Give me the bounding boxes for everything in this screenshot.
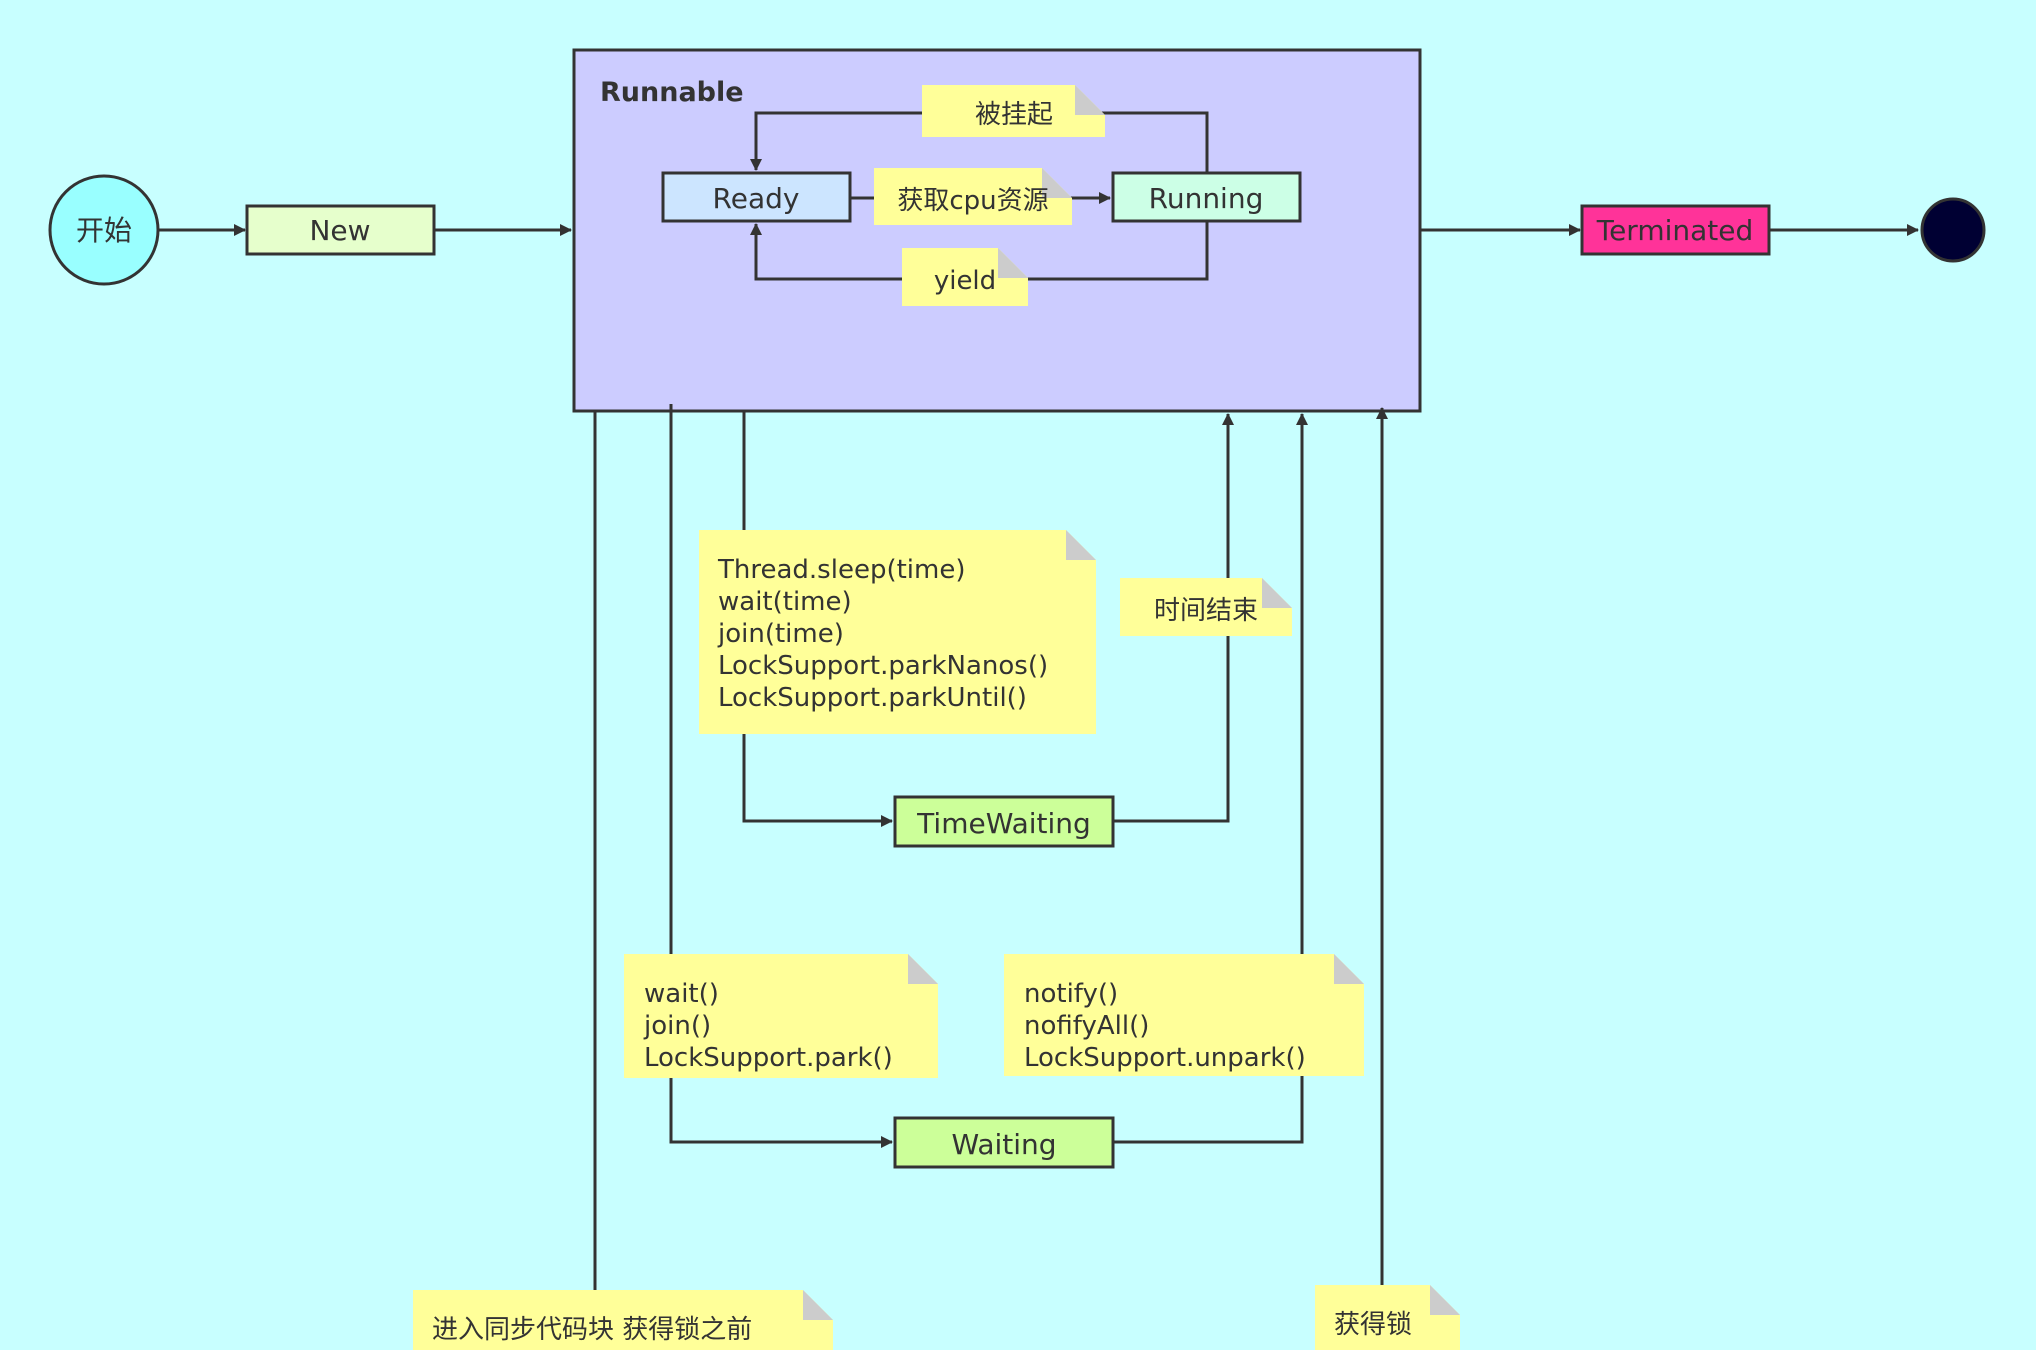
- runnable-title: Runnable: [600, 77, 744, 108]
- note-yield-text: yield: [934, 266, 996, 296]
- note-timed-call-0: Thread.sleep(time): [717, 555, 965, 585]
- note-time-end: 时间结束: [1120, 578, 1292, 636]
- note-timed-call-4: LockSupport.parkUntil(): [718, 683, 1027, 713]
- note-time-end-text: 时间结束: [1154, 596, 1258, 626]
- state-waiting-label: Waiting: [951, 1128, 1056, 1161]
- note-got-lock: 获得锁: [1315, 1285, 1460, 1350]
- arrow-waiting-to-runnable: [1114, 413, 1308, 1144]
- note-suspended: 被挂起: [922, 85, 1105, 137]
- note-wait-call-1: join(): [643, 1011, 711, 1041]
- note-notify-call-0: notify(): [1024, 979, 1118, 1009]
- state-new-label: New: [309, 214, 370, 247]
- note-timed-call-2: join(time): [717, 619, 844, 649]
- state-waiting: Waiting: [893, 1116, 1115, 1169]
- note-get-cpu-text: 获取cpu资源: [897, 186, 1048, 216]
- note-notify-calls: notify() nofifyAll() LockSupport.unpark(…: [1004, 954, 1364, 1076]
- note-notify-call-2: LockSupport.unpark(): [1024, 1043, 1306, 1073]
- note-enter-sync-text: 进入同步代码块 获得锁之前: [432, 1315, 752, 1345]
- state-running: Running: [1111, 171, 1302, 223]
- note-enter-sync: 进入同步代码块 获得锁之前: [413, 1290, 833, 1350]
- state-ready-label: Ready: [713, 182, 800, 215]
- state-terminated: Terminated: [1580, 204, 1771, 256]
- arrow-runnable-to-waiting: [669, 404, 893, 1148]
- note-get-cpu: 获取cpu资源: [874, 168, 1072, 225]
- state-running-label: Running: [1149, 182, 1264, 215]
- note-timed-call-3: LockSupport.parkNanos(): [718, 651, 1048, 681]
- note-wait-calls: wait() join() LockSupport.park(): [624, 954, 938, 1078]
- start-label: 开始: [76, 214, 132, 247]
- state-timewaiting-label: TimeWaiting: [916, 807, 1091, 840]
- state-ready: Ready: [661, 171, 852, 223]
- start-node: 开始: [48, 174, 160, 286]
- note-got-lock-text: 获得锁: [1334, 1310, 1412, 1340]
- note-timed-calls: Thread.sleep(time) wait(time) join(time)…: [699, 530, 1096, 734]
- note-yield: yield: [902, 248, 1028, 306]
- state-terminated-label: Terminated: [1596, 214, 1754, 247]
- note-wait-call-2: LockSupport.park(): [644, 1043, 893, 1073]
- note-suspended-text: 被挂起: [975, 100, 1053, 130]
- note-timed-call-1: wait(time): [718, 587, 852, 617]
- state-timewaiting: TimeWaiting: [893, 795, 1115, 848]
- note-wait-call-0: wait(): [644, 979, 719, 1009]
- end-node: [1920, 197, 1986, 263]
- state-new: New: [245, 204, 436, 256]
- arrow-timewaiting-to-runnable: [1114, 413, 1234, 823]
- note-notify-call-1: nofifyAll(): [1024, 1011, 1149, 1041]
